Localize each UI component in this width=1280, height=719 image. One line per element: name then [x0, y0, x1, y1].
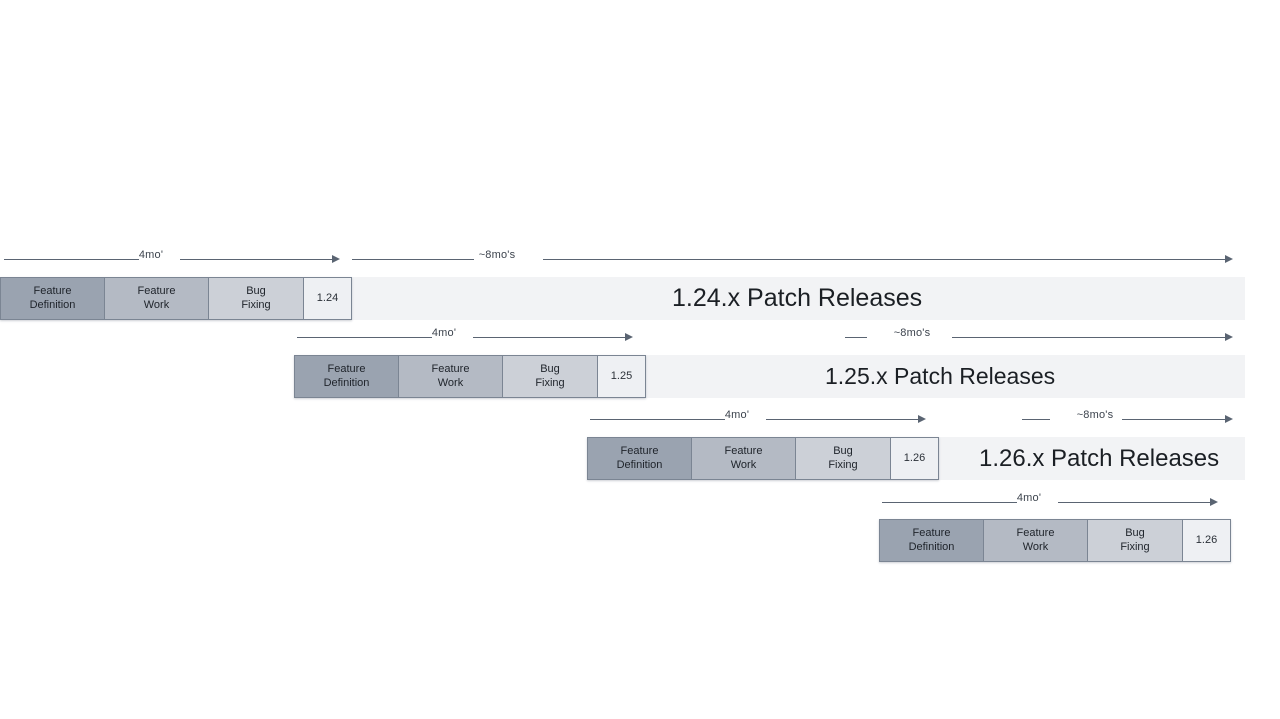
phase-feature-work: Feature Work	[105, 278, 209, 319]
dev-duration-arrow-1-26: 4mo'	[590, 409, 926, 428]
arrowhead-icon	[918, 415, 926, 423]
arrow-segment-right	[1058, 502, 1211, 503]
dev-duration-arrow-1-24: 4mo'	[4, 249, 340, 268]
dev-duration-arrow-1-25: 4mo'	[297, 327, 633, 346]
arrow-segment-left	[1022, 419, 1050, 420]
phase-feature-definition: Feature Definition	[880, 520, 984, 561]
phase-bar-1-26: Feature Definition Feature Work Bug Fixi…	[587, 437, 939, 480]
arrowhead-icon	[625, 333, 633, 341]
arrow-segment-left	[590, 419, 725, 420]
arrowhead-icon	[332, 255, 340, 263]
patch-duration-arrow-1-26: ~8mo's	[1022, 409, 1233, 428]
arrow-segment-left	[845, 337, 867, 338]
arrow-segment-left	[352, 259, 474, 260]
version-tag-1-26: 1.26	[891, 438, 938, 479]
phase-bug-fixing: Bug Fixing	[209, 278, 304, 319]
phase-bug-fixing: Bug Fixing	[1088, 520, 1183, 561]
phase-feature-definition: Feature Definition	[1, 278, 105, 319]
dev-duration-arrow-1-26-next: 4mo'	[882, 492, 1218, 511]
phase-bar-1-25: Feature Definition Feature Work Bug Fixi…	[294, 355, 646, 398]
arrow-segment-right	[543, 259, 1226, 260]
arrow-segment-right	[952, 337, 1226, 338]
dev-duration-label: 4mo'	[1016, 492, 1042, 504]
patch-duration-label: ~8mo's	[478, 249, 516, 261]
dev-duration-label: 4mo'	[724, 409, 750, 421]
patch-release-label: 1.25.x Patch Releases	[825, 363, 1056, 389]
arrow-segment-left	[297, 337, 432, 338]
patch-duration-label: ~8mo's	[1076, 409, 1114, 421]
dev-duration-label: 4mo'	[431, 327, 457, 339]
arrow-segment-right	[766, 419, 919, 420]
phase-feature-definition: Feature Definition	[295, 356, 399, 397]
dev-duration-label: 4mo'	[138, 249, 164, 261]
patch-duration-label: ~8mo's	[893, 327, 931, 339]
patch-release-label: 1.24.x Patch Releases	[672, 284, 923, 312]
arrow-segment-right	[180, 259, 333, 260]
patch-duration-arrow-1-25: ~8mo's	[845, 327, 1233, 346]
arrowhead-icon	[1210, 498, 1218, 506]
phase-feature-definition: Feature Definition	[588, 438, 692, 479]
arrow-segment-right	[473, 337, 626, 338]
arrowhead-icon	[1225, 255, 1233, 263]
arrow-segment-left	[882, 502, 1017, 503]
version-tag-1-24: 1.24	[304, 278, 351, 319]
arrowhead-icon	[1225, 333, 1233, 341]
phase-bar-1-24: Feature Definition Feature Work Bug Fixi…	[0, 277, 352, 320]
arrow-segment-left	[4, 259, 139, 260]
phase-feature-work: Feature Work	[399, 356, 503, 397]
phase-feature-work: Feature Work	[692, 438, 796, 479]
version-tag-1-26-next: 1.26	[1183, 520, 1230, 561]
arrow-segment-right	[1122, 419, 1226, 420]
arrowhead-icon	[1225, 415, 1233, 423]
patch-release-label: 1.26.x Patch Releases	[979, 444, 1220, 472]
phase-bug-fixing: Bug Fixing	[503, 356, 598, 397]
phase-bar-1-26-next: Feature Definition Feature Work Bug Fixi…	[879, 519, 1231, 562]
phase-feature-work: Feature Work	[984, 520, 1088, 561]
phase-bug-fixing: Bug Fixing	[796, 438, 891, 479]
patch-duration-arrow-1-24: ~8mo's	[352, 249, 1233, 268]
version-tag-1-25: 1.25	[598, 356, 645, 397]
